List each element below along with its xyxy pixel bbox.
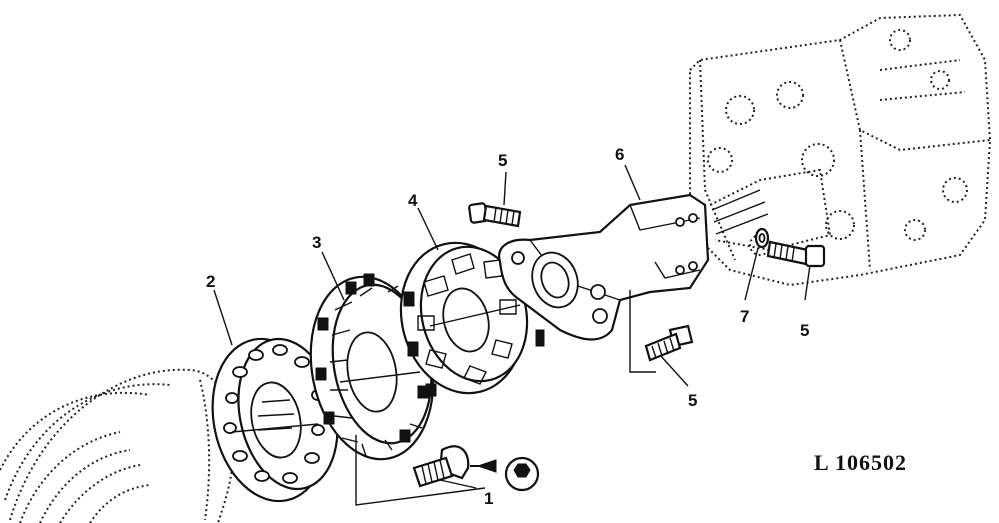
drive-flange-part-6 xyxy=(498,193,710,341)
bolt-5-middle xyxy=(644,324,694,362)
figure-id: L 106502 xyxy=(814,450,907,475)
callout-5-middle: 5 xyxy=(688,391,697,410)
injection-pump xyxy=(689,13,992,287)
callout-4: 4 xyxy=(408,191,418,210)
callout-5-right: 5 xyxy=(800,321,809,340)
bolt-5-upper xyxy=(468,202,522,228)
bolt-5-right xyxy=(766,240,826,268)
callout-3: 3 xyxy=(312,233,321,252)
leader-lines xyxy=(213,164,811,506)
screw-part-1 xyxy=(412,445,540,492)
flywheel xyxy=(0,368,236,523)
callout-1: 1 xyxy=(484,489,493,508)
coupling-element-part-3 xyxy=(309,273,439,461)
callout-7: 7 xyxy=(740,307,749,326)
callout-6: 6 xyxy=(615,145,624,164)
callout-5-upper: 5 xyxy=(498,151,507,170)
washer-part-7 xyxy=(754,227,770,249)
callout-2: 2 xyxy=(206,272,215,291)
